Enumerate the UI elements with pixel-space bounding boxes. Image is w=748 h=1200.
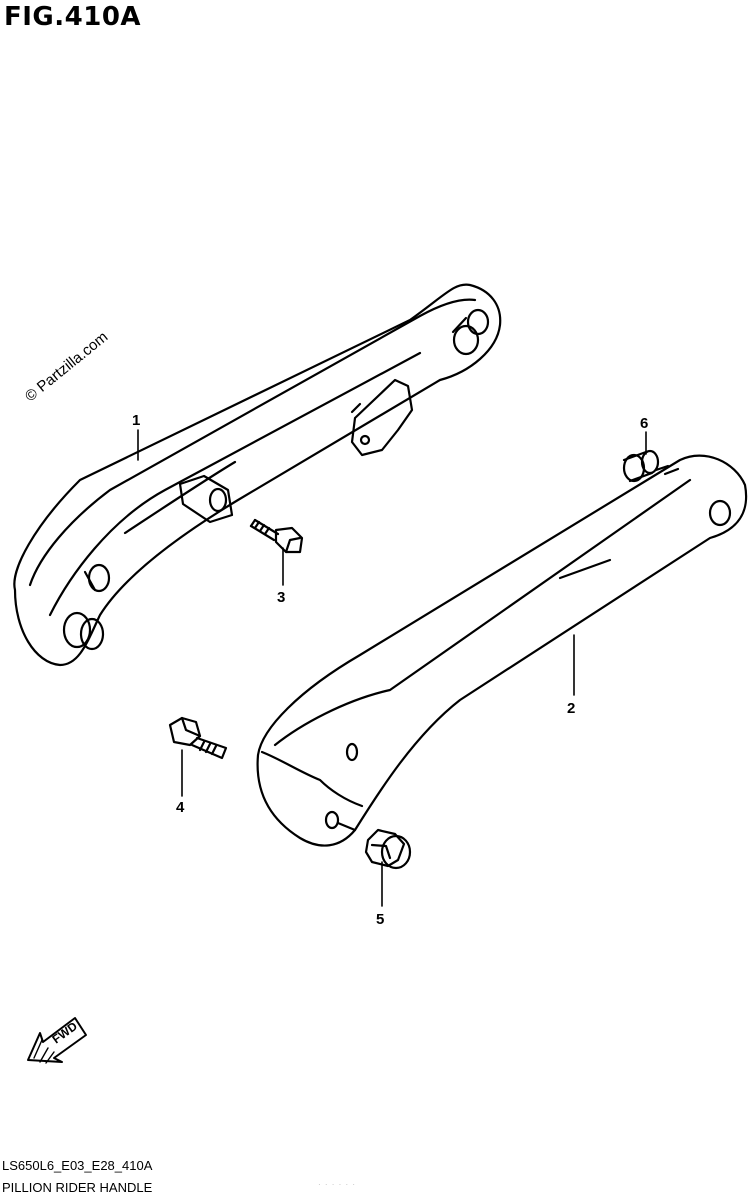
- callout-6: 6: [640, 415, 648, 432]
- figure-title: FIG.410A: [4, 2, 142, 32]
- callout-5: 5: [376, 911, 384, 928]
- part-2-grab-handle: [256, 454, 748, 847]
- figure-code: LS650L6_E03_E28_410A: [2, 1158, 153, 1173]
- leader-lines: [137, 429, 647, 907]
- callout-3: 3: [277, 589, 285, 606]
- figure-name: PILLION RIDER HANDLE: [2, 1180, 153, 1195]
- callout-2: 2: [567, 700, 575, 717]
- fwd-arrow: [27, 1017, 87, 1064]
- callout-4: 4: [176, 799, 185, 816]
- faint-text: · · · · · ·: [318, 1180, 357, 1189]
- part-4-bolt: [168, 716, 228, 760]
- part-1-grab-handle: [13, 283, 502, 667]
- part-6-spacer: [622, 449, 670, 483]
- part-3-bolt: [249, 518, 304, 554]
- callout-1: 1: [132, 412, 140, 429]
- part-5-cap-nut: [364, 828, 412, 870]
